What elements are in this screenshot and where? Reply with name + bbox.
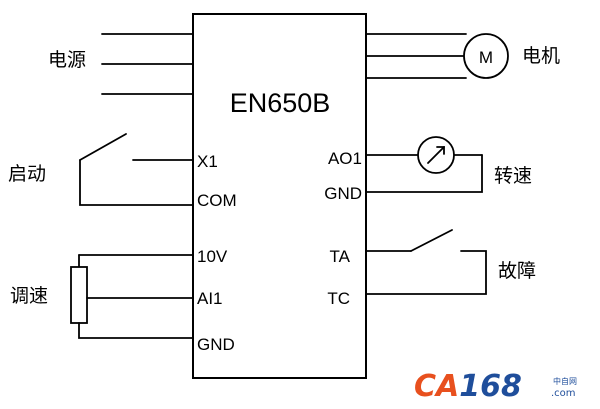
motor-output-wires <box>365 33 467 79</box>
terminal-ai1: AI1 <box>197 289 223 308</box>
watermark-brand: CA168 <box>414 369 522 404</box>
inverter-box <box>192 13 367 379</box>
motor-label: 电机 <box>522 45 560 67</box>
fault-label: 故障 <box>498 260 536 282</box>
terminal-gnd-left: GND <box>197 335 235 354</box>
terminal-com: COM <box>197 191 237 210</box>
model-name: EN650B <box>230 88 331 118</box>
watermark-tag: 中自网 <box>553 376 577 386</box>
terminal-x1: X1 <box>197 152 218 171</box>
motor-symbol: M <box>479 48 493 67</box>
start-label: 启动 <box>8 163 46 185</box>
power-label: 电源 <box>48 49 86 71</box>
terminal-10v: 10V <box>197 247 228 266</box>
terminal-ao1: AO1 <box>328 149 362 168</box>
potentiometer <box>70 254 194 339</box>
speed-meter-label: 转速 <box>494 165 532 187</box>
fault-relay <box>365 229 487 295</box>
terminal-tc: TC <box>327 289 350 308</box>
speed-adjust-label: 调速 <box>10 285 48 307</box>
terminal-gnd-right: GND <box>324 184 362 203</box>
terminal-ta: TA <box>330 247 351 266</box>
speed-meter-circuit <box>365 154 483 193</box>
start-switch <box>79 133 194 206</box>
motor-icon <box>463 33 509 79</box>
power-input-wires <box>101 33 194 95</box>
watermark-logo: CA168 中自网 .com <box>414 369 577 404</box>
watermark-suffix: .com <box>551 388 576 399</box>
speed-meter-icon <box>417 136 455 174</box>
